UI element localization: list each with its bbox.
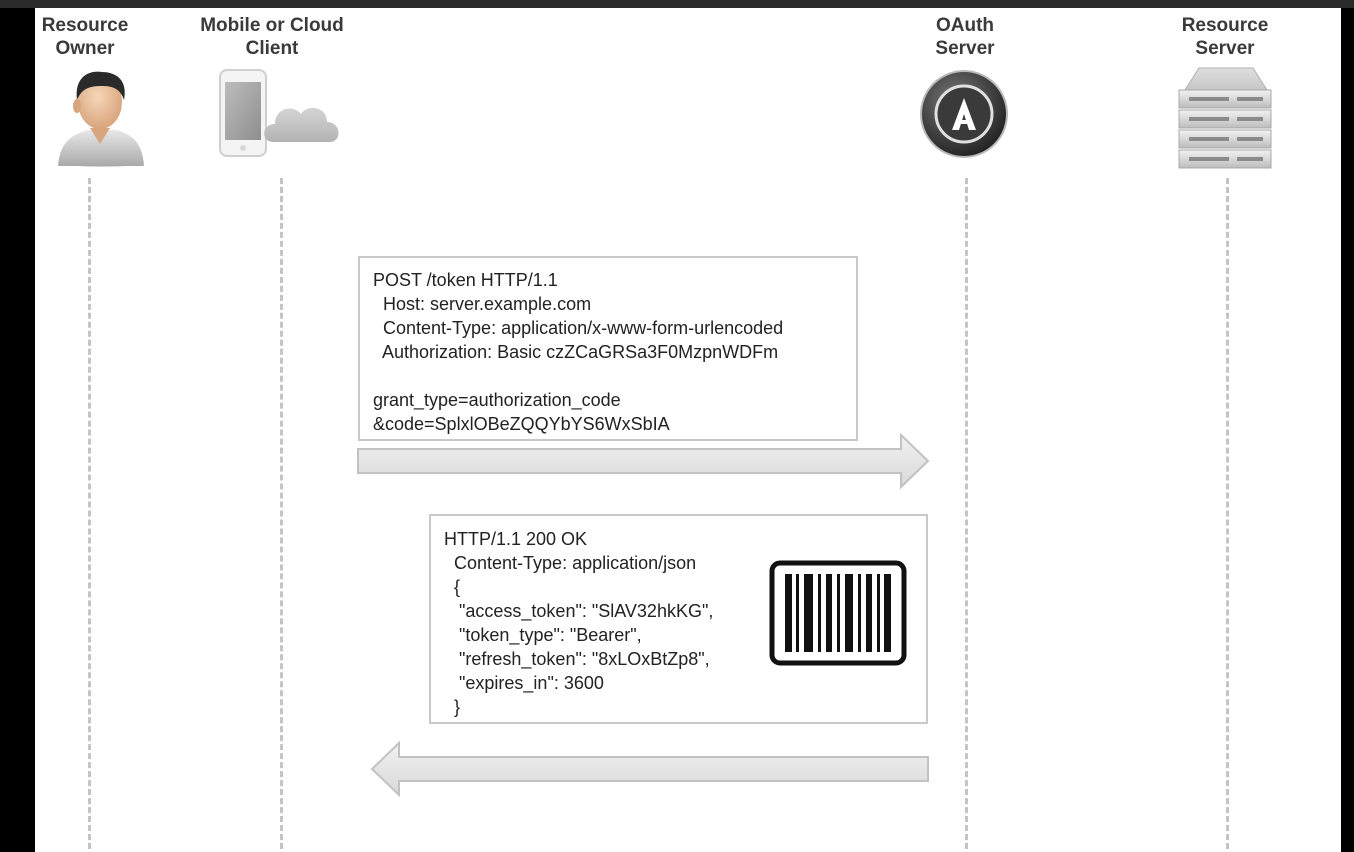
barcode-token-icon — [769, 560, 907, 666]
token-request-box: POST /token HTTP/1.1 Host: server.exampl… — [358, 256, 858, 441]
request-arrow — [357, 432, 930, 490]
request-line: Content-Type: application/x-www-form-url… — [373, 318, 784, 338]
sequence-diagram: Resource Owner Mobile or Cloud Client OA… — [35, 8, 1341, 852]
response-arrow — [370, 740, 929, 798]
request-line: Host: server.example.com — [373, 294, 592, 314]
actor-label-resource-server: Resource Server — [1181, 15, 1269, 59]
lifeline-resource-server — [1226, 178, 1229, 852]
response-line: HTTP/1.1 200 OK — [444, 529, 588, 549]
request-line: grant_type=authorization_code — [373, 390, 621, 410]
oauth-logo-icon — [920, 70, 1008, 158]
response-line: } — [444, 697, 461, 717]
response-line: "access_token": "SlAV32hkKG", — [444, 601, 714, 621]
response-line: { — [444, 577, 461, 597]
person-icon — [58, 71, 144, 167]
lifeline-oauth-server — [965, 178, 968, 852]
actor-label-oauth-server: OAuth Server — [935, 15, 995, 59]
request-line: POST /token HTTP/1.1 — [373, 270, 558, 290]
actor-label-client: Mobile or Cloud Client — [200, 15, 344, 59]
phone-cloud-icon — [219, 69, 339, 157]
lifeline-client — [280, 178, 283, 852]
request-line: &code=SplxlOBeZQQYbYS6WxSbIA — [373, 414, 670, 434]
response-line: "refresh_token": "8xLOxBtZp8", — [444, 649, 710, 669]
token-response-box: HTTP/1.1 200 OK Content-Type: applicatio… — [429, 514, 928, 724]
actor-label-resource-owner: Resource Owner — [41, 15, 129, 59]
response-line: "expires_in": 3600 — [444, 673, 604, 693]
request-line: Authorization: Basic czZCaGRSa3F0MzpnWDF… — [373, 342, 779, 362]
lifeline-resource-owner — [88, 178, 91, 852]
server-rack-icon — [1178, 67, 1272, 169]
top-bar — [0, 0, 1354, 8]
response-line: "token_type": "Bearer", — [444, 625, 642, 645]
request-line — [373, 364, 856, 388]
response-line: Content-Type: application/json — [444, 553, 697, 573]
